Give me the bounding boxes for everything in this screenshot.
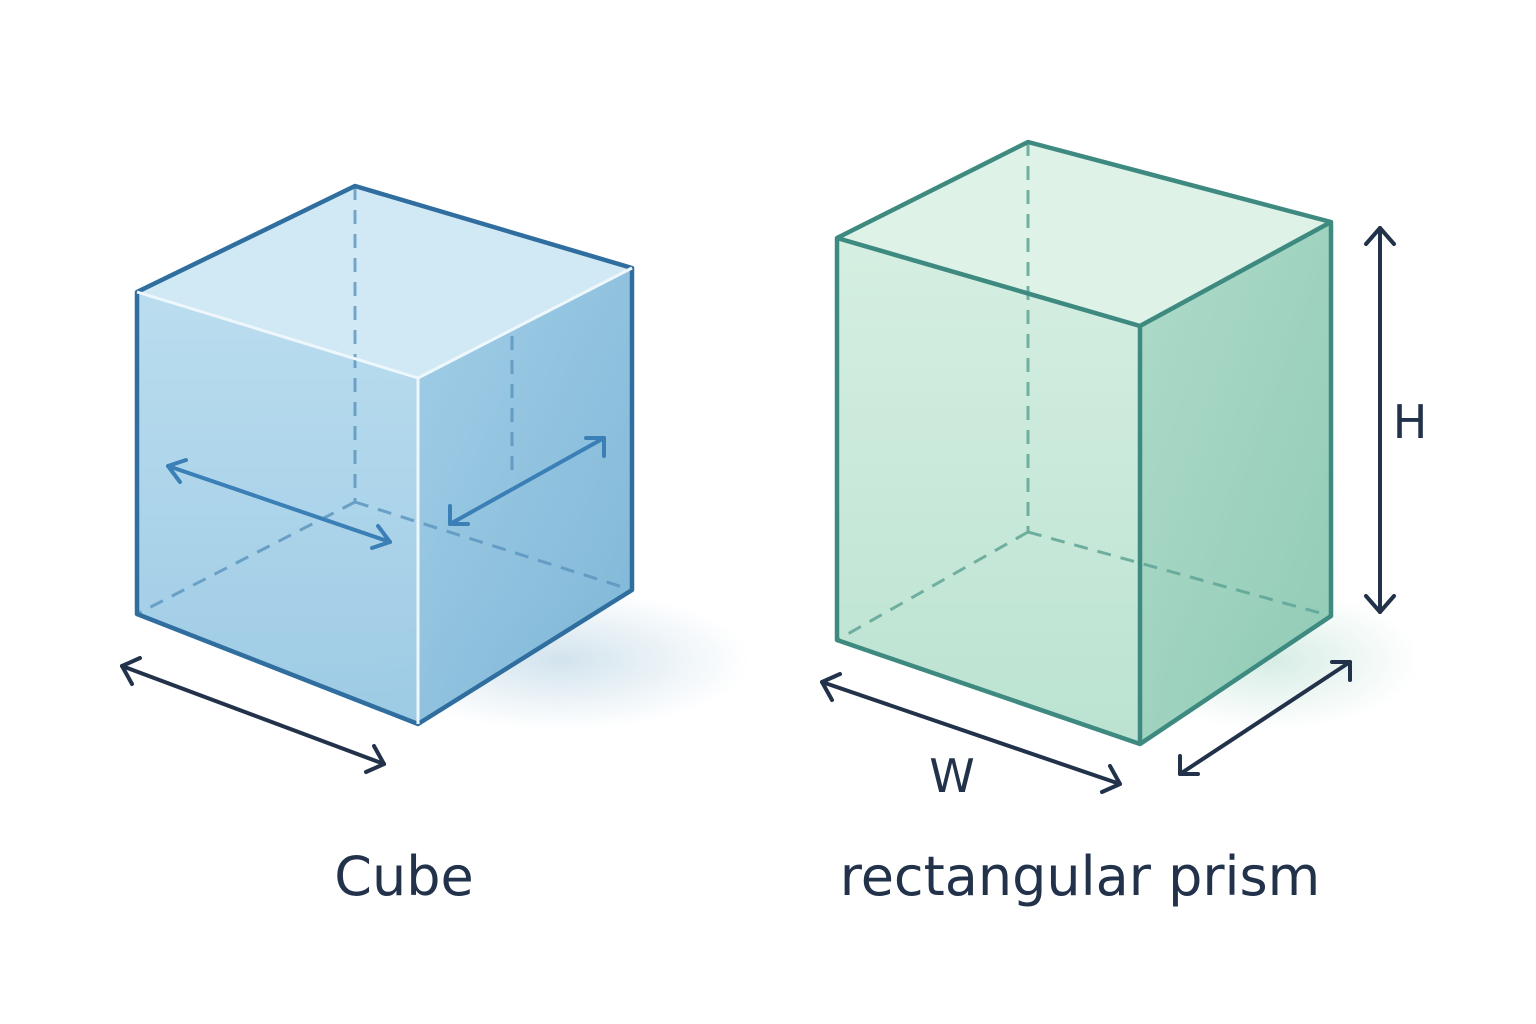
prism-right-face [1140, 222, 1331, 744]
cube-diagonal-arrow [448, 436, 606, 526]
cube-depth-arrow [166, 458, 392, 550]
prism-depth-arrow [1178, 660, 1352, 776]
prism-height-arrow [1364, 226, 1396, 614]
prism-hidden-edges [836, 142, 1332, 642]
cube-front-face [137, 292, 418, 724]
prism-front-face [837, 238, 1140, 744]
prism-top-face [837, 142, 1331, 326]
cube-figure: Cube [120, 183, 750, 908]
prism-height-label: H [1393, 395, 1428, 449]
prism-figure: H W rectangular prism [820, 139, 1428, 908]
cube-edge-arrow [120, 656, 386, 774]
cube-outline [134, 183, 635, 727]
prism-outline [834, 139, 1334, 747]
cube-caption: Cube [334, 845, 473, 908]
cube-right-face [418, 268, 632, 724]
prism-width-arrow [820, 672, 1122, 794]
cube-hidden-edges [136, 186, 633, 616]
prism-caption: rectangular prism [840, 845, 1321, 908]
cube-inner-arrows [166, 436, 606, 550]
prism-width-label: W [929, 749, 974, 803]
